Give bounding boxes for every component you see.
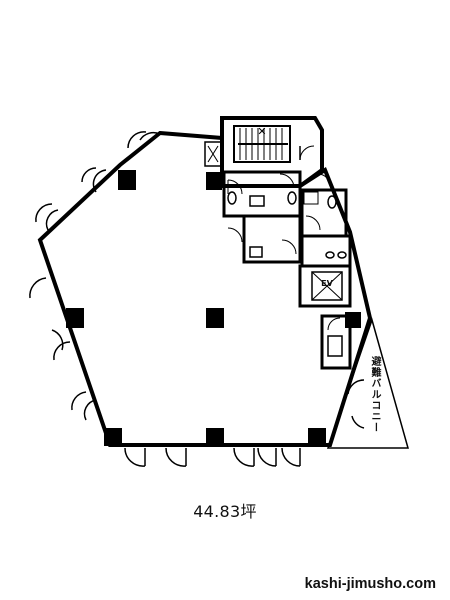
window-swings xyxy=(29,131,365,467)
site-watermark: kashi-jimusho.com xyxy=(304,576,436,592)
floor-area-label: 44.83坪 xyxy=(193,502,257,521)
svg-text:✕: ✕ xyxy=(257,125,266,138)
columns xyxy=(66,170,361,446)
balcony-label: 避難バルコニー xyxy=(369,356,380,433)
elevator-label: EV xyxy=(321,279,333,288)
office-outline xyxy=(37,130,373,447)
elevator-shaft xyxy=(298,264,352,308)
utility-room xyxy=(320,314,352,370)
balcony-outline xyxy=(326,317,409,449)
